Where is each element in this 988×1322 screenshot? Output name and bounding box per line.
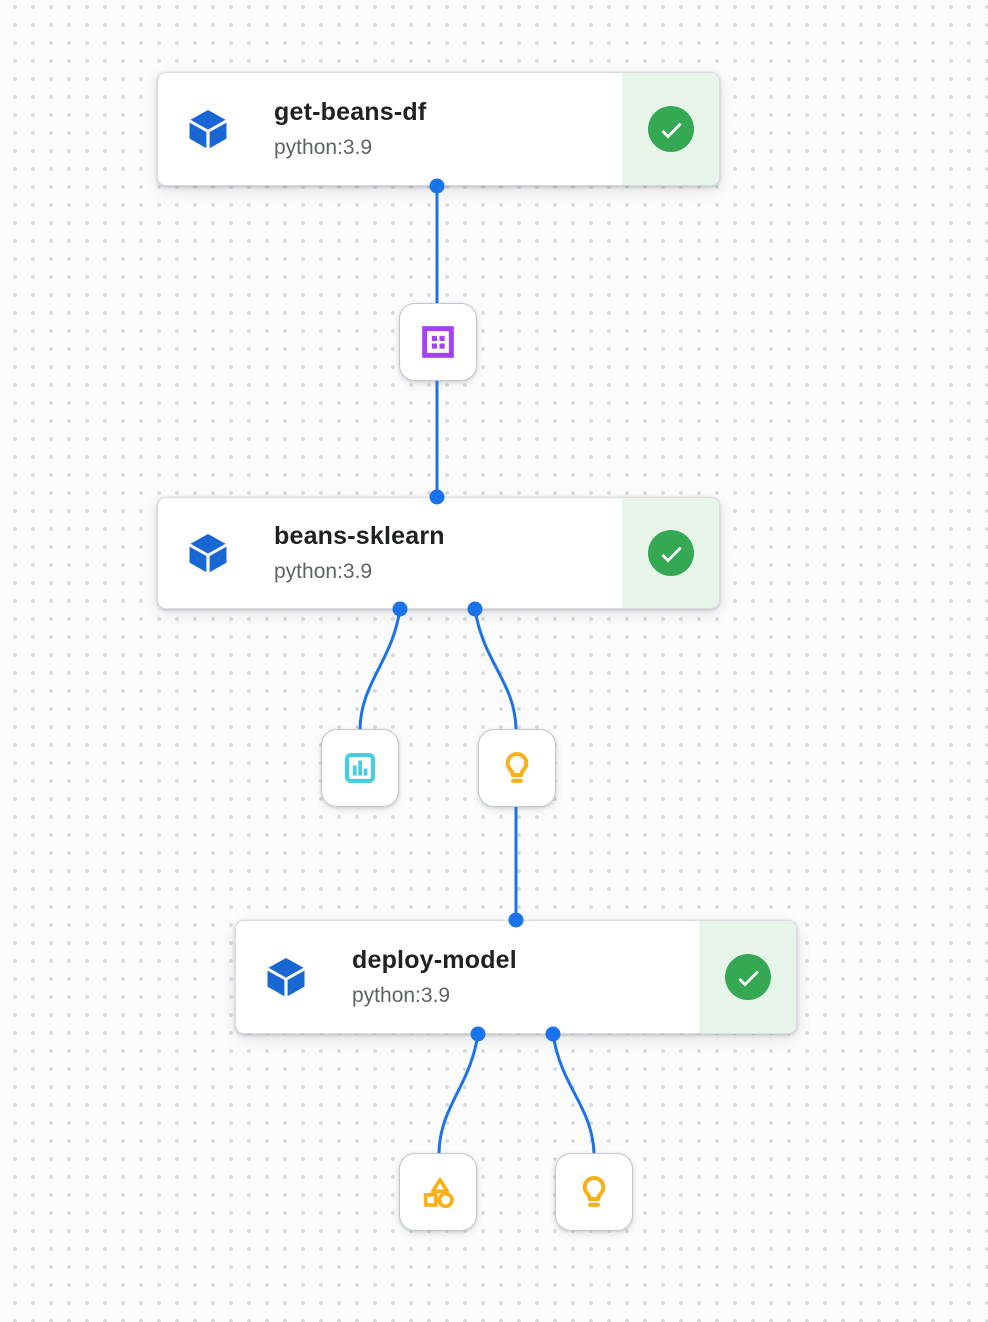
edge-beanssklearn-to-metrics: [358, 608, 402, 730]
dataset-icon: [422, 326, 454, 358]
task-subtitle: python:3.9: [274, 135, 373, 159]
task-node-deploy-model[interactable]: deploy-model python:3.9: [235, 920, 797, 1034]
task-subtitle: python:3.9: [274, 559, 373, 583]
check-circle-success-icon: [724, 954, 771, 1000]
status-strip: [699, 921, 796, 1033]
artifact-node-metrics[interactable]: [321, 729, 399, 807]
task-title: get-beans-df: [274, 98, 427, 127]
status-strip: [622, 498, 719, 608]
model-lightbulb-icon: [582, 1176, 606, 1207]
edge-deploymodel-to-system: [437, 1033, 480, 1154]
task-node-beans-sklearn[interactable]: beans-sklearn python:3.9: [157, 497, 720, 609]
edge-beanssklearn-to-model: [473, 608, 518, 730]
component-cube-icon: [262, 953, 310, 1001]
task-node-get-beans-df[interactable]: get-beans-df python:3.9: [157, 72, 720, 186]
model-lightbulb-icon: [505, 752, 529, 783]
check-circle-success-icon: [647, 530, 694, 576]
task-title: beans-sklearn: [274, 522, 445, 551]
component-cube-icon: [184, 105, 232, 153]
artifact-node-dataset[interactable]: [399, 303, 477, 381]
artifact-node-model-2[interactable]: [555, 1153, 633, 1231]
task-title: deploy-model: [352, 946, 517, 975]
component-cube-icon: [184, 529, 232, 577]
artifact-node-system[interactable]: [399, 1153, 477, 1231]
status-strip: [622, 73, 719, 185]
edge-deploymodel-to-model2: [551, 1033, 596, 1154]
system-shapes-icon: [423, 1177, 454, 1209]
check-circle-success-icon: [647, 106, 694, 152]
metrics-icon: [344, 752, 376, 784]
artifact-node-model[interactable]: [478, 729, 556, 807]
task-subtitle: python:3.9: [352, 983, 451, 1007]
